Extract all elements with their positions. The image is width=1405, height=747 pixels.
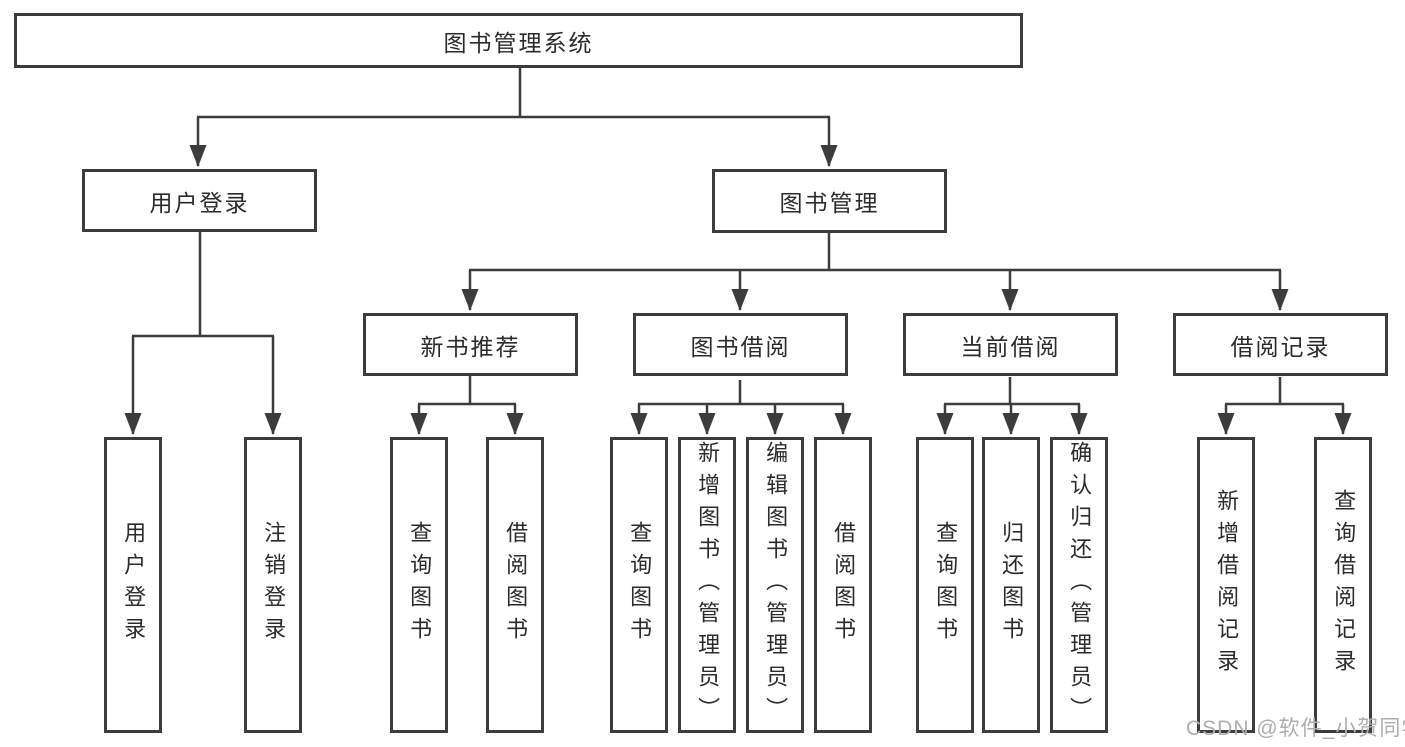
leaf-confirm-return-admin-label: 确认归还（管理员） (1067, 441, 1093, 729)
node-new-book-recommendation-label: 新书推荐 (420, 333, 521, 360)
leaf-return-books-label: 归还图书 (999, 521, 1025, 649)
node-borrowing-records-label: 借阅记录 (1230, 333, 1331, 360)
node-borrowing-records: 借阅记录 (1173, 313, 1388, 376)
leaf-edit-books-admin: 编辑图书（管理员） (746, 437, 804, 733)
leaf-query-books-recommend-label: 查询图书 (407, 521, 433, 649)
leaf-confirm-return-admin: 确认归还（管理员） (1050, 437, 1108, 733)
leaf-borrow-books-recommend: 借阅图书 (486, 437, 544, 733)
leaf-user-login-label: 用户登录 (121, 521, 147, 649)
leaf-query-books-borrow-label: 查询图书 (627, 521, 653, 649)
leaf-add-books-admin: 新增图书（管理员） (678, 437, 736, 733)
leaf-query-books-recommend: 查询图书 (390, 437, 448, 733)
leaf-return-books: 归还图书 (982, 437, 1040, 733)
watermark-text: CSDN @软件_小贺同学 (1186, 717, 1405, 740)
leaf-edit-books-admin-label: 编辑图书（管理员） (763, 441, 789, 729)
node-library-management-system: 图书管理系统 (14, 13, 1023, 68)
leaf-borrow-books: 借阅图书 (814, 437, 872, 733)
leaf-query-books-borrow: 查询图书 (610, 437, 668, 733)
node-user-login: 用户登录 (82, 169, 317, 232)
node-user-login-label: 用户登录 (149, 189, 250, 216)
leaf-user-login: 用户登录 (104, 437, 162, 733)
leaf-borrow-books-recommend-label: 借阅图书 (503, 521, 529, 649)
leaf-add-borrow-record-label: 新增借阅记录 (1214, 489, 1240, 681)
node-library-management-system-label: 图书管理系统 (443, 29, 594, 56)
leaf-query-borrow-record-label: 查询借阅记录 (1331, 489, 1357, 681)
leaf-logout: 注销登录 (244, 437, 302, 733)
leaf-query-borrow-record: 查询借阅记录 (1314, 437, 1372, 733)
leaf-query-books-current: 查询图书 (916, 437, 974, 733)
leaf-borrow-books-label: 借阅图书 (831, 521, 857, 649)
node-book-borrowing-label: 图书借阅 (690, 333, 791, 360)
connector-arrows (124, 117, 1352, 435)
leaf-add-borrow-record: 新增借阅记录 (1197, 437, 1255, 733)
node-new-book-recommendation: 新书推荐 (363, 313, 578, 376)
node-current-borrowing-label: 当前借阅 (960, 333, 1061, 360)
node-book-management-label: 图书管理 (779, 190, 880, 216)
node-book-management: 图书管理 (712, 169, 947, 233)
node-book-borrowing: 图书借阅 (633, 313, 848, 376)
leaf-logout-label: 注销登录 (261, 521, 287, 649)
node-current-borrowing: 当前借阅 (903, 313, 1118, 376)
leaf-add-books-admin-label: 新增图书（管理员） (695, 441, 721, 729)
leaf-query-books-current-label: 查询图书 (933, 521, 959, 649)
connector-lines (132, 68, 1344, 406)
